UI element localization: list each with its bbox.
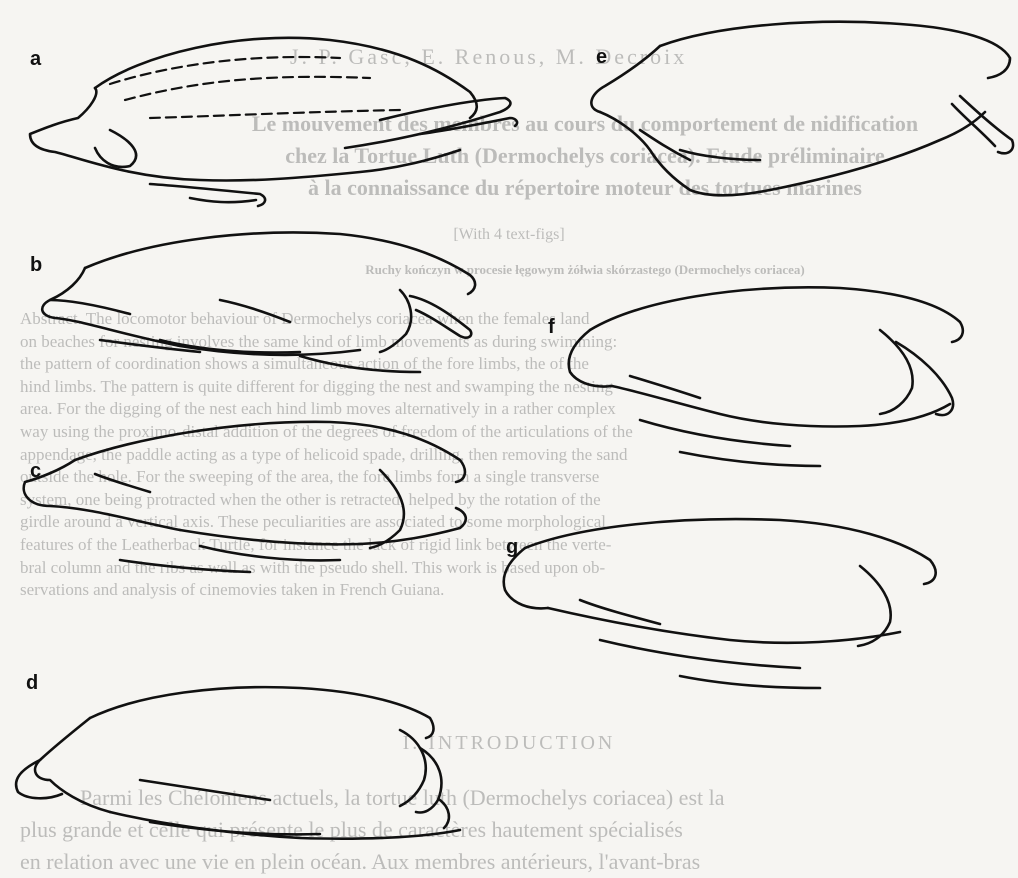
figure-d [16,687,460,839]
figure-label-f: f [548,316,555,339]
figure-label-b: b [30,254,42,277]
figure-label-d: d [26,672,38,695]
figure-b [42,232,475,372]
figure-f [569,287,963,466]
figure-c [24,422,466,572]
figure-label-a: a [30,48,41,71]
figure-label-g: g [506,536,518,559]
figure-label-e: e [596,46,607,69]
figure-g [504,519,936,688]
figure-a [30,38,517,206]
figure-e [591,22,1013,195]
figure-label-c: c [30,460,41,483]
